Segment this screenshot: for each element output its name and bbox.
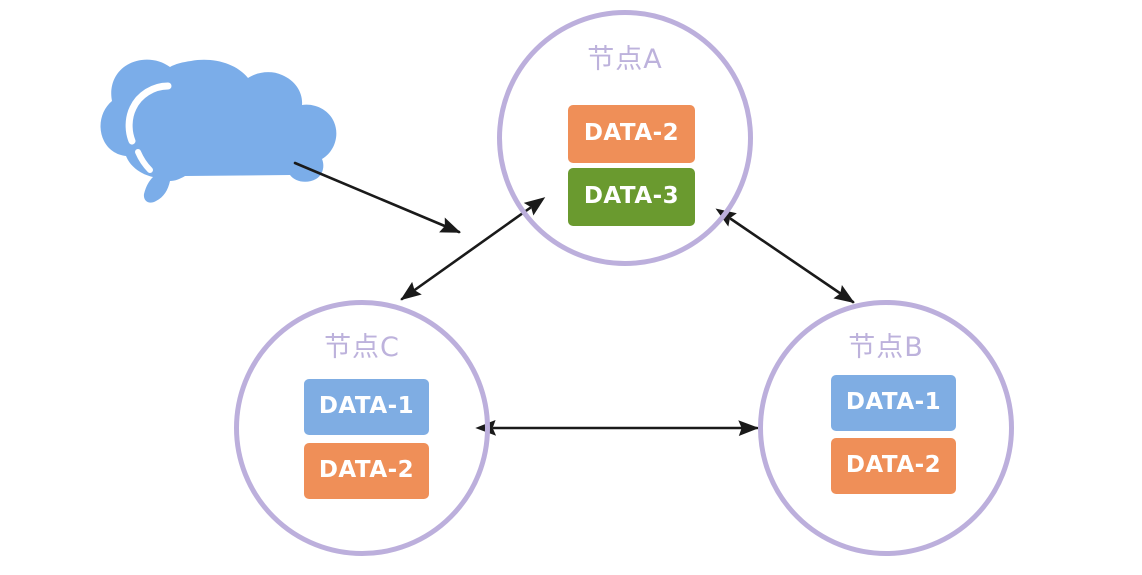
node-b-data-box-1[interactable]: DATA-1 [831,375,956,431]
node-b-label: 节点B [848,332,924,363]
node-c-data-box-1-label: DATA-1 [318,393,415,419]
arrow-node-a-to-node-b [715,208,855,304]
node-b-circle[interactable]: 节点B DATA-1 DATA-2 [758,300,1014,556]
node-b-data-box-1-label: DATA-1 [845,389,942,415]
node-c-label: 节点C [324,332,400,363]
node-a-data-box-1-label: DATA-2 [583,120,680,146]
node-a-data-box-2[interactable]: DATA-3 [568,168,695,226]
node-c-circle[interactable]: 节点C DATA-1 DATA-2 [234,300,490,556]
node-a-data-box-1[interactable]: DATA-2 [568,105,695,163]
node-b-data-box-2[interactable]: DATA-2 [831,438,956,494]
node-c-data-box-1[interactable]: DATA-1 [304,379,429,435]
arrow-node-a-to-node-c [400,197,546,301]
node-a-label: 节点A [587,44,663,75]
node-c-data-box-2[interactable]: DATA-2 [304,443,429,499]
node-c-data-box-2-label: DATA-2 [318,457,415,483]
node-a-data-box-2-label: DATA-3 [583,183,680,209]
cloud-icon [100,59,337,203]
node-b-data-box-2-label: DATA-2 [845,452,942,478]
node-a-circle[interactable]: 节点A DATA-2 DATA-3 [497,10,753,266]
